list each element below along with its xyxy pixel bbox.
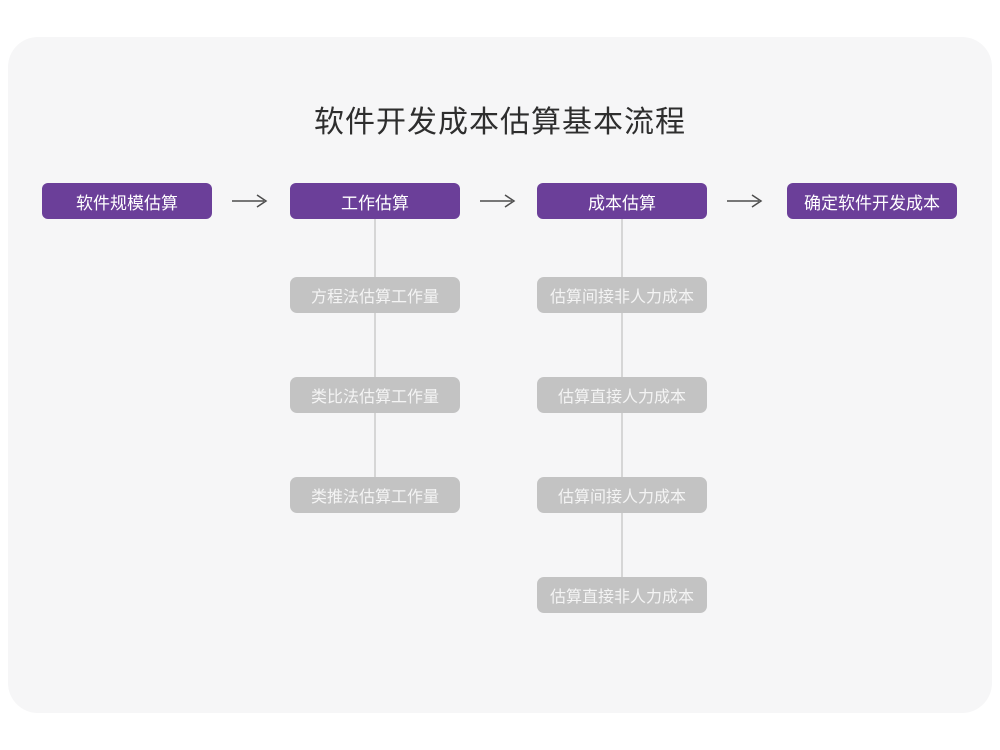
- sub-node-direct-nonlabor-cost: 估算直接非人力成本: [537, 577, 707, 613]
- sub-node-direct-labor-cost: 估算直接人力成本: [537, 377, 707, 413]
- sub-node-label: 估算直接人力成本: [557, 389, 686, 406]
- right-arrow-icon: [232, 194, 268, 208]
- sub-node-label: 类比法估算工作量: [310, 389, 439, 406]
- connector-line-work-column: [374, 219, 376, 496]
- sub-node-label: 估算直接非人力成本: [549, 589, 694, 606]
- flow-node-label: 软件规模估算: [76, 193, 178, 213]
- right-arrow-icon: [727, 194, 763, 208]
- page-title: 软件开发成本估算基本流程: [314, 106, 686, 139]
- sub-node-indirect-labor-cost: 估算间接人力成本: [537, 477, 707, 513]
- sub-node-label: 估算间接人力成本: [557, 489, 686, 506]
- flow-node-label: 工作估算: [341, 193, 409, 213]
- flow-node-label: 确定软件开发成本: [804, 193, 940, 213]
- sub-node-analogy-method: 类比法估算工作量: [290, 377, 460, 413]
- flow-node-determine-dev-cost: 确定软件开发成本: [787, 183, 957, 219]
- sub-node-label: 类推法估算工作量: [310, 489, 439, 506]
- flow-node-cost-estimation: 成本估算: [537, 183, 707, 219]
- flow-node-work-estimation: 工作估算: [290, 183, 460, 219]
- flow-node-software-scale-estimation: 软件规模估算: [42, 183, 212, 219]
- flowchart-card: 软件开发成本估算基本流程 软件规模估算 工作估算 成本估算 确定软件开发成本 方…: [8, 37, 992, 713]
- sub-node-equation-method: 方程法估算工作量: [290, 277, 460, 313]
- sub-node-inference-method: 类推法估算工作量: [290, 477, 460, 513]
- sub-node-label: 估算间接非人力成本: [549, 289, 694, 306]
- sub-node-label: 方程法估算工作量: [310, 289, 439, 306]
- sub-node-indirect-nonlabor-cost: 估算间接非人力成本: [537, 277, 707, 313]
- flow-node-label: 成本估算: [588, 193, 656, 213]
- right-arrow-icon: [480, 194, 516, 208]
